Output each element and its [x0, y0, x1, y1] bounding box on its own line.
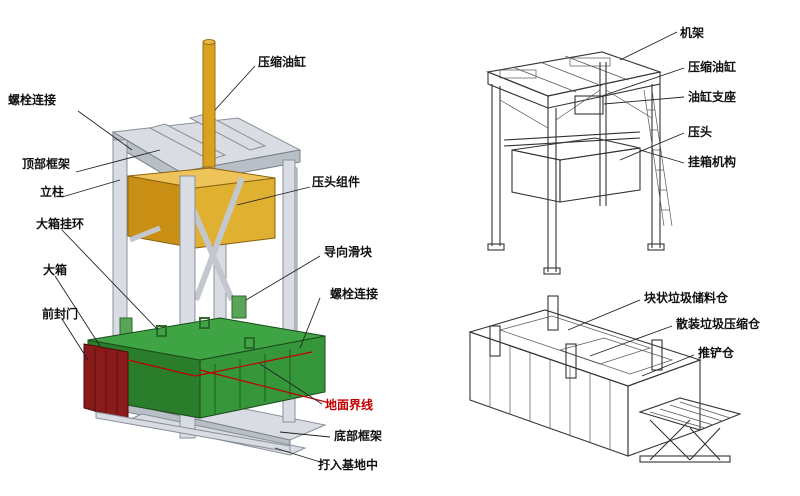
label-big-box: 大箱: [43, 262, 67, 277]
label-loose-compression: 散装垃圾压缩仓: [676, 316, 761, 331]
label-cylinder-right: 压缩油缸: [688, 59, 736, 74]
right-bottom-bin-illustration: [468, 295, 742, 463]
label-big-box-ring: 大箱挂环: [36, 216, 84, 231]
label-press-head: 压头: [688, 124, 712, 139]
compression-cylinder: [202, 41, 216, 168]
label-press-head-assembly: 压头组件: [312, 174, 360, 189]
label-driven-into-foundation: 打入基地中: [318, 457, 378, 472]
right-top-leader-lines: [601, 31, 685, 164]
guide-slider: [231, 295, 247, 319]
label-hook-box-mechanism: 挂箱机构: [688, 154, 736, 169]
label-ground-line: 地面界线: [325, 397, 373, 412]
right-bottom-leader-lines: [567, 299, 695, 377]
left-machine-illustration: [83, 39, 327, 456]
label-bolt-connection-top: 螺栓连接: [8, 92, 56, 107]
label-cylinder-left: 压缩油缸: [258, 54, 306, 69]
label-frame: 机架: [680, 25, 704, 40]
left-leader-lines: [54, 65, 331, 466]
right-top-frame-illustration: [486, 51, 673, 275]
big-box-ring: [156, 325, 167, 337]
label-bottom-frame: 底部框架: [334, 428, 382, 443]
label-push-shovel: 推铲仓: [698, 345, 735, 360]
label-top-frame: 顶部框架: [22, 156, 70, 171]
label-guide-slider: 导向滑块: [324, 244, 373, 259]
label-front-door: 前封门: [42, 306, 78, 321]
label-bolt-connection-side: 螺栓连接: [330, 286, 378, 301]
label-bulk-storage: 块状垃圾储料仓: [644, 290, 729, 305]
label-column: 立柱: [40, 184, 64, 199]
ground-boundary-line: [127, 351, 313, 377]
label-cylinder-support: 油缸支座: [688, 89, 736, 104]
